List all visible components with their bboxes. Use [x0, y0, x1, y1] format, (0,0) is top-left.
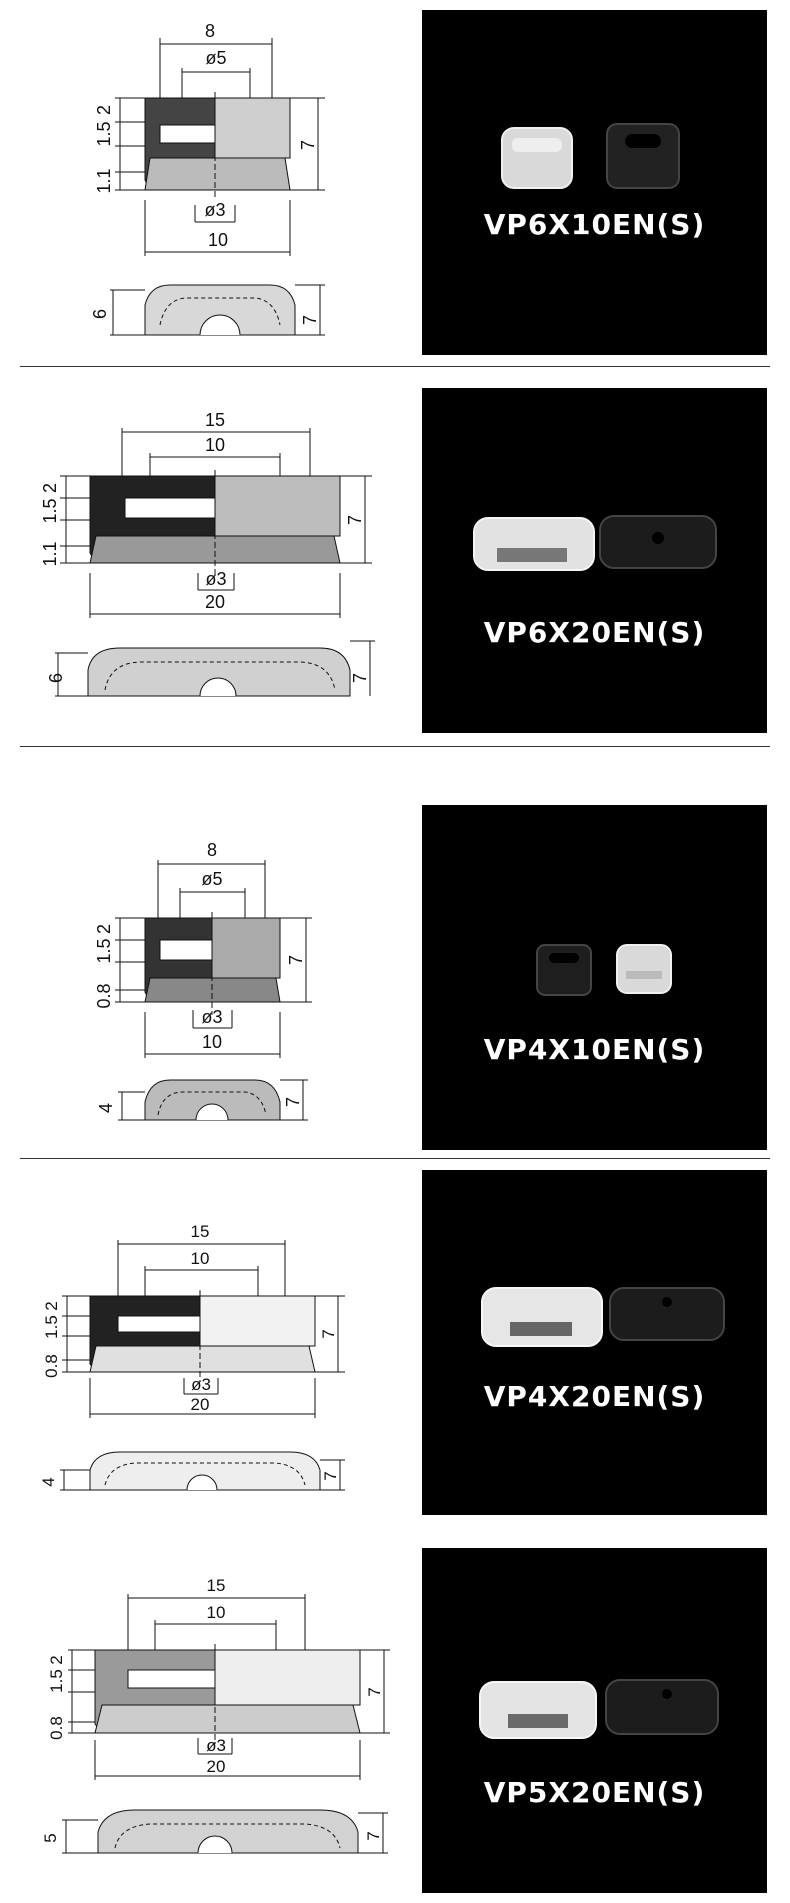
product-section-vp4x10: 8 ø5 2 1.5 0.8 7 ø3 10 4 7 VP4X10EN(S) [0, 790, 790, 1158]
dim-outer: 8 [207, 840, 217, 860]
product-photo: VP6X10EN(S) [422, 10, 767, 355]
black-pad-image [536, 944, 592, 996]
dim-height: 7 [298, 140, 318, 150]
dim-hole: ø3 [206, 1736, 226, 1755]
dim-hole: ø3 [205, 569, 226, 589]
clear-pad-image [473, 517, 595, 571]
model-label: VP6X10EN(S) [483, 208, 706, 241]
dim-height: 7 [365, 1687, 384, 1696]
dim-hole: ø3 [191, 1375, 211, 1394]
clear-pad-image [616, 944, 672, 994]
dim-width: 20 [205, 592, 225, 612]
dim-h3: 0.8 [94, 983, 114, 1008]
technical-drawing: 15 10 2 1.5 0.8 7 ø3 20 5 7 [41, 1576, 390, 1854]
dim-height: 7 [319, 1329, 338, 1338]
product-section-vp6x10: 8 ø5 2 1.5 1.1 7 ø3 10 6 7 VP6X10EN(S) [0, 0, 790, 368]
dim-outer: 15 [205, 410, 225, 430]
clear-pad-image [481, 1287, 603, 1347]
dim-width: 20 [191, 1395, 210, 1414]
dim-h2: 1.5 [40, 498, 60, 523]
technical-drawing: 8 ø5 2 1.5 1.1 7 ø3 10 6 7 [90, 21, 325, 336]
dim-h1: 2 [47, 1655, 66, 1664]
dim-h1: 2 [94, 105, 114, 115]
dim-h3: 0.8 [47, 1716, 66, 1740]
dim-outer: 15 [207, 1576, 226, 1595]
section-divider [20, 746, 770, 747]
dim-bore: 10 [191, 1249, 210, 1268]
dim-bottom-w: 7 [364, 1831, 383, 1840]
clear-pad-image [479, 1681, 597, 1739]
dim-h1: 2 [40, 483, 60, 493]
dim-bottom-h: 6 [90, 309, 110, 319]
dim-bottom-w: 7 [350, 673, 370, 683]
dim-height: 7 [286, 955, 306, 965]
model-label: VP6X20EN(S) [483, 616, 706, 649]
dim-h3: 1.1 [40, 541, 60, 566]
dim-width: 20 [207, 1757, 226, 1776]
black-pad-image [606, 123, 680, 189]
dim-bore: ø5 [205, 48, 226, 68]
black-pad-image [609, 1287, 725, 1341]
product-section-vp6x20: 15 10 2 1.5 1.1 7 ø3 20 6 7 VP6X20EN(S) [0, 378, 790, 746]
product-photo: VP4X20EN(S) [422, 1170, 767, 1515]
model-label: VP5X20EN(S) [483, 1776, 706, 1809]
dim-hole: ø3 [204, 200, 225, 220]
dim-bottom-w: 7 [321, 1471, 340, 1480]
dim-h2: 1.5 [94, 938, 114, 963]
dim-width: 10 [202, 1032, 222, 1052]
product-photo: VP4X10EN(S) [422, 805, 767, 1150]
dim-bottom-h: 4 [96, 1103, 116, 1113]
section-divider [20, 1158, 770, 1159]
black-pad-image [605, 1679, 719, 1735]
dim-hole: ø3 [201, 1007, 222, 1027]
product-section-vp4x20: 15 10 2 1.5 0.8 7 ø3 20 4 7 VP4X20EN(S) [0, 1170, 790, 1530]
dim-width: 10 [208, 230, 228, 250]
dim-bore: 10 [205, 435, 225, 455]
dim-h1: 2 [94, 924, 114, 934]
dim-bottom-w: 7 [283, 1097, 303, 1107]
dim-bore: ø5 [201, 869, 222, 889]
technical-drawing: 15 10 2 1.5 1.1 7 ø3 20 6 7 [40, 410, 375, 697]
technical-drawing: 8 ø5 2 1.5 0.8 7 ø3 10 4 7 [94, 840, 312, 1121]
model-label: VP4X20EN(S) [483, 1380, 706, 1413]
technical-drawing: 15 10 2 1.5 0.8 7 ø3 20 4 7 [39, 1222, 345, 1491]
dim-h2: 1.5 [47, 1669, 66, 1693]
dim-h2: 1.5 [42, 1315, 61, 1339]
product-section-vp5x20: 15 10 2 1.5 0.8 7 ø3 20 5 7 VP5X20EN(S) [0, 1548, 790, 1903]
dim-h3: 0.8 [42, 1354, 61, 1378]
model-label: VP4X10EN(S) [483, 1033, 706, 1066]
product-photo: VP6X20EN(S) [422, 388, 767, 733]
clear-pad-image [501, 127, 573, 189]
section-divider [20, 366, 770, 367]
dim-h1: 2 [42, 1301, 61, 1310]
dim-bore: 10 [207, 1603, 226, 1622]
dim-h2: 1.5 [94, 121, 114, 146]
dim-bottom-w: 7 [300, 315, 320, 325]
dim-bottom-h: 4 [39, 1477, 58, 1486]
dim-outer: 15 [191, 1222, 210, 1241]
dim-outer: 8 [205, 21, 215, 41]
dim-h3: 1.1 [94, 168, 114, 193]
dim-height: 7 [345, 515, 365, 525]
dim-bottom-h: 6 [46, 673, 66, 683]
product-photo: VP5X20EN(S) [422, 1548, 767, 1893]
dim-bottom-h: 5 [41, 1833, 60, 1842]
